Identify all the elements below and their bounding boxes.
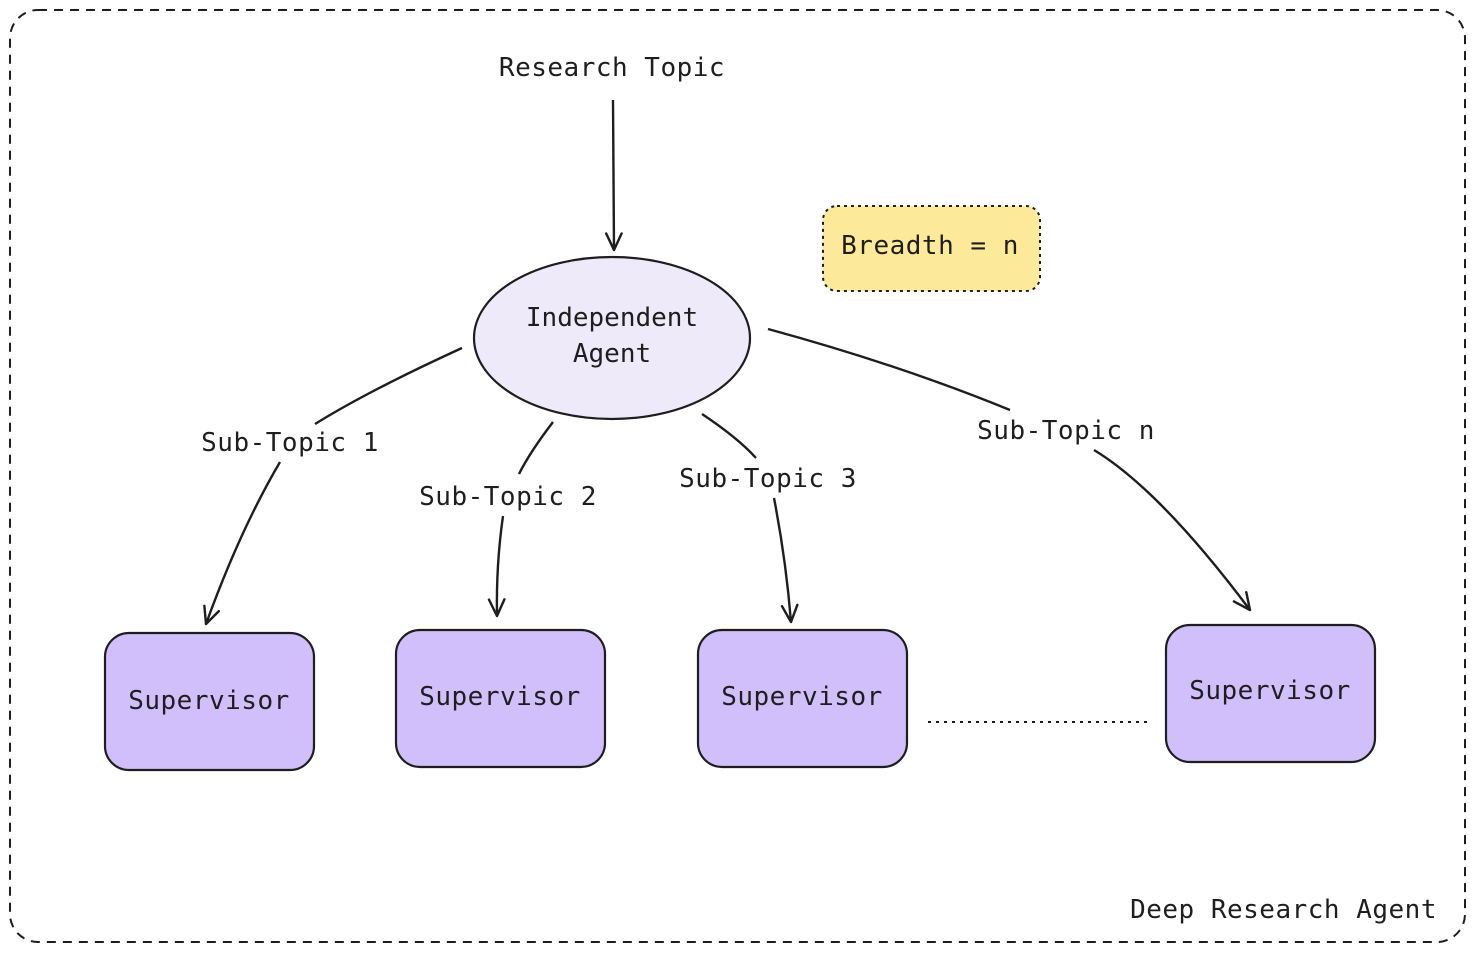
sub-topic-n-label: Sub-Topic n (973, 416, 1159, 446)
sub-topic-2-edge-upper (517, 421, 554, 475)
deep-research-agent-label: Deep Research Agent (1130, 895, 1437, 925)
input-arrow (604, 99, 623, 252)
supervisor-label-3: Supervisor (721, 682, 883, 712)
sub-topic-1-edge-upper (314, 346, 463, 426)
supervisor-label-2: Supervisor (419, 682, 581, 712)
supervisor-node-2 (394, 628, 607, 769)
supervisor-node-n (1164, 623, 1377, 764)
research-topic-label: Research Topic (498, 53, 726, 83)
sub-topic-n-edge-arrow (1093, 448, 1252, 612)
supervisor-label-1: Supervisor (128, 686, 290, 716)
supervisor-node-1 (103, 631, 316, 772)
sub-topic-n-edge-upper (767, 327, 1011, 412)
breadth-note-box (822, 205, 1041, 292)
sub-topic-3-edge-arrow (772, 497, 799, 624)
sub-topic-2-label: Sub-Topic 2 (415, 482, 601, 512)
deep-research-agent-frame (9, 9, 1466, 943)
independent-agent-label: Independent Agent (525, 303, 699, 369)
supervisor-node-3 (696, 628, 909, 769)
breadth-note-label: Breadth = n (841, 231, 1019, 261)
sub-topic-3-edge-upper (701, 413, 757, 459)
independent-agent-node (472, 255, 752, 421)
sub-topic-1-edge-arrow (203, 461, 282, 626)
sub-topic-1-label: Sub-Topic 1 (197, 428, 383, 458)
sub-topic-3-label: Sub-Topic 3 (675, 464, 861, 494)
supervisor-label-n: Supervisor (1189, 676, 1351, 706)
sub-topic-2-edge-arrow (487, 515, 506, 618)
